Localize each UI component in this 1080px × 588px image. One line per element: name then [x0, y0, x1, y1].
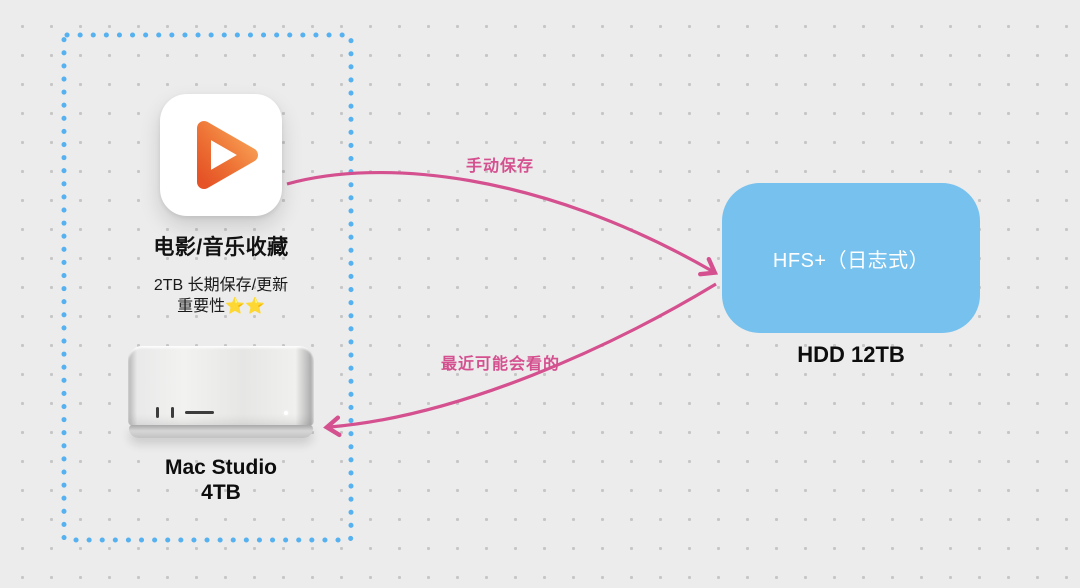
mac-studio-name: Mac Studio — [164, 456, 277, 479]
group-selection-border[interactable] — [61, 32, 354, 543]
hdd-disk-label: HDD 12TB — [797, 342, 905, 367]
source-title: 电影/音乐收藏 — [153, 236, 289, 259]
source-note-line2: 重要性⭐⭐ — [177, 298, 265, 315]
edge-label-recently-watch[interactable]: 最近可能会看的 — [440, 356, 560, 373]
usb-port-icon — [171, 407, 174, 418]
source-note: 2TB 长期保存/更新 重要性⭐⭐ — [81, 275, 361, 317]
source-note-line1: 2TB 长期保存/更新 — [153, 277, 289, 294]
usb-port-icon — [156, 407, 159, 418]
mac-studio-label: Mac Studio 4TB — [81, 455, 361, 505]
edge-manual-save-arrow[interactable] — [286, 170, 719, 277]
mac-studio-capacity: 4TB — [201, 481, 241, 504]
edge-recently-watch-arrow[interactable] — [323, 282, 717, 438]
sd-slot-icon — [185, 411, 214, 414]
video-play-app-icon[interactable] — [160, 94, 282, 216]
hfs-volume-box[interactable]: HFS+（日志式） — [722, 183, 980, 333]
edge-label-manual-save[interactable]: 手动保存 — [465, 158, 534, 175]
mac-studio-base — [129, 425, 313, 438]
hfs-volume-label: HFS+（日志式） — [772, 249, 930, 272]
mac-studio-body — [128, 346, 314, 426]
play-icon — [197, 121, 258, 189]
mac-studio[interactable] — [128, 346, 314, 440]
power-led-icon — [284, 411, 288, 415]
